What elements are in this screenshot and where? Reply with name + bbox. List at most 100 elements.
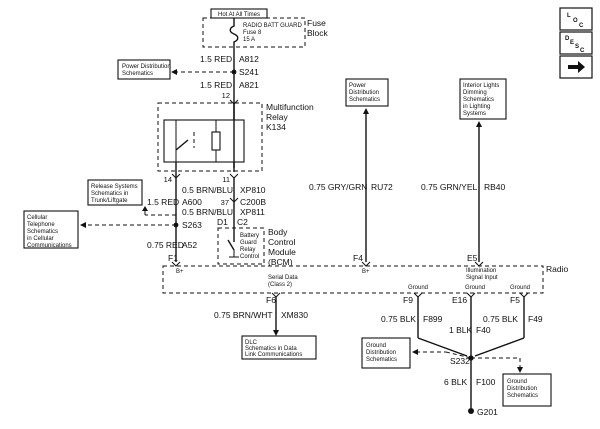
- wire-f40-code: F40: [476, 325, 491, 335]
- ref-cellular-1: Cellular: [27, 215, 47, 221]
- next-button[interactable]: [559, 55, 593, 79]
- fuse-name: RADIO BATT GUARD: [243, 23, 302, 29]
- relay-outline: [157, 102, 263, 172]
- ref-release-2: Schematics in: [91, 191, 128, 197]
- relay-label-1: Multifunction: [266, 102, 314, 112]
- bcm-guard-3: Relay: [240, 247, 255, 253]
- ref-ground-distribution-right[interactable]: [502, 373, 552, 407]
- wire-f100-code: F100: [476, 377, 496, 387]
- bcm-guard-2: Guard: [240, 240, 257, 246]
- bcm-guard-4: Control: [240, 254, 259, 260]
- ref-ground-left-3: Schematics: [366, 357, 397, 363]
- desc-letter-1: D: [565, 36, 570, 42]
- wire-a812-color: 1.5 RED: [200, 54, 232, 64]
- hot-at-all-times-label: Hot At All Times: [218, 12, 260, 18]
- ref-ground-right-1: Ground: [507, 379, 527, 385]
- ref-cellular-2: Telephone: [27, 222, 55, 228]
- wire-a600-code: A600: [182, 197, 202, 207]
- ground-g201-label: G201: [477, 407, 498, 417]
- bcm-c2-label: C2: [237, 217, 248, 227]
- desc-button[interactable]: D E S C: [559, 31, 593, 55]
- relay-label-3: K134: [266, 122, 286, 132]
- ref-cellular-4: in Cellular: [27, 236, 54, 242]
- ref-cellular-telephone[interactable]: [23, 210, 79, 249]
- connector-c200b-icon: [229, 197, 239, 203]
- radio-serial-1: Serial Data: [268, 275, 298, 281]
- pin-14-label: 14: [164, 175, 172, 184]
- ref-power-dist-mid-1: Power: [349, 83, 366, 89]
- connector-f5-icon: [519, 292, 529, 298]
- ref-power-distribution-left[interactable]: [117, 59, 171, 80]
- arrow-up-icon: [476, 121, 482, 127]
- ref-ground-left-1: Ground: [366, 343, 386, 349]
- ref-ground-right-2: Distribution: [507, 386, 537, 392]
- arrow-left-icon: [412, 349, 418, 355]
- desc-letter-2: E: [570, 40, 574, 46]
- loc-letter-1: L: [567, 13, 571, 19]
- connector-e5-icon: [474, 261, 484, 267]
- relay-label-2: Relay: [266, 112, 288, 122]
- wire-a600-color: 1.5 RED: [147, 197, 179, 207]
- radio-illum-2: Signal Input: [466, 275, 498, 281]
- fuse-rating: 15 A: [243, 37, 255, 43]
- ref-power-distribution-mid[interactable]: [345, 78, 389, 107]
- ref-release-3: Trunk/Liftgate: [91, 198, 128, 204]
- fuse-block-label-1: Fuse: [307, 18, 326, 28]
- right-arrow-icon: [568, 61, 585, 73]
- ref-release-systems[interactable]: [87, 179, 143, 206]
- bcm-outline: [217, 227, 265, 265]
- loc-button-frame[interactable]: [559, 7, 593, 31]
- wire-xm830-color: 0.75 BRN/WHT: [214, 310, 273, 320]
- loc-letter-3: C: [579, 23, 584, 29]
- ref-interior-2: Dimming: [463, 90, 487, 96]
- desc-button-frame[interactable]: [559, 31, 593, 55]
- wire-xp811-color: 0.5 BRN/BLU: [182, 207, 233, 217]
- ref-ground-distribution-left[interactable]: [361, 337, 411, 369]
- fuse-number: Fuse 8: [243, 30, 262, 36]
- radio-bplus-2: B+: [362, 269, 370, 275]
- wire-f49-join: [474, 337, 525, 357]
- ref-dlc-1: DLC: [245, 340, 258, 346]
- wire-f40-color: 1 BLK: [449, 325, 472, 335]
- connector-e16-icon: [466, 292, 476, 298]
- bcm-guard-switch: [227, 239, 235, 251]
- wire-f100-color: 6 BLK: [444, 377, 467, 387]
- radio-ground-3: Ground: [510, 285, 530, 291]
- arrow-up-icon: [363, 108, 369, 114]
- arrow-down-icon: [273, 330, 279, 336]
- ref-power-dist-mid-2: Distribution: [349, 90, 379, 96]
- ref-power-dist-left-1: Power Distribution: [122, 64, 171, 70]
- wire-xm830-code: XM830: [281, 310, 308, 320]
- arrow-up-icon: [142, 206, 148, 211]
- wire-f899-color: 0.75 BLK: [381, 314, 416, 324]
- radio-e16-label: E16: [452, 295, 467, 305]
- wire-a812-code: A812: [239, 54, 259, 64]
- loc-button[interactable]: L O C: [559, 7, 593, 31]
- radio-f4-label: F4: [353, 253, 363, 263]
- radio-bplus-1: B+: [176, 269, 184, 275]
- wire-f899-code: F899: [423, 314, 443, 324]
- bcm-label-2: Control: [268, 237, 296, 247]
- arrow-left-icon: [80, 222, 86, 228]
- splice-s241-label: S241: [239, 67, 259, 77]
- radio-f6-label: F6: [266, 295, 276, 305]
- c200b-label: C200B: [240, 197, 266, 207]
- radio-illum-1: Illumination: [466, 268, 496, 274]
- bcm-d1-label: D1: [217, 217, 228, 227]
- wire-a821-color: 1.5 RED: [200, 80, 232, 90]
- relay-body: [163, 119, 245, 163]
- c200b-pin-label: 37: [221, 198, 229, 207]
- bcm-guard-1: Battery: [240, 233, 259, 239]
- ref-ground-right-3: Schematics: [507, 393, 538, 399]
- fuse-symbol: [229, 18, 239, 48]
- ref-dlc[interactable]: [241, 335, 317, 360]
- radio-ground-1: Ground: [408, 285, 428, 291]
- ref-interior-lights[interactable]: [459, 78, 507, 120]
- bcm-label-3: Module: [268, 247, 296, 257]
- desc-letter-3: S: [575, 44, 579, 50]
- wire-xp810-color: 0.5 BRN/BLU: [182, 185, 233, 195]
- ground-g201-icon: [468, 408, 474, 414]
- radio-outline: [162, 265, 544, 294]
- wire-a52-color: 0.75 RED: [147, 240, 184, 250]
- ref-dlc-3: Link Communications: [245, 352, 302, 358]
